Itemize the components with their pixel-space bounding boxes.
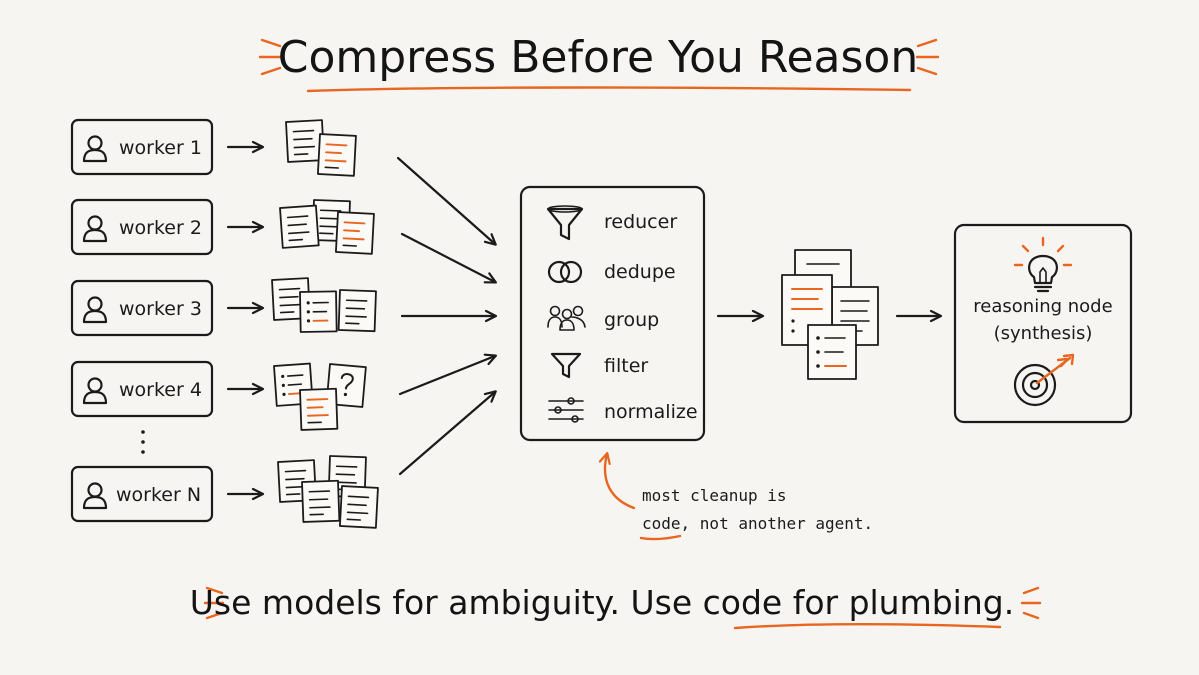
- annotation-line-1: most cleanup is: [642, 486, 787, 505]
- worker-box: [70, 360, 214, 418]
- arrow-to-reducer: [398, 390, 497, 476]
- people-group-icon: [547, 305, 586, 331]
- converging-arrows: [396, 156, 498, 476]
- worker-label: worker N: [116, 484, 201, 506]
- worker-row: worker 3: [70, 277, 377, 337]
- worker-label: worker 1: [119, 137, 202, 159]
- document-stack-icon: [285, 119, 357, 177]
- lightbulb-icon: [1013, 236, 1073, 293]
- document-stack-icon: [277, 455, 379, 529]
- worker-list: worker 1 worker 2 worker 3: [70, 118, 379, 529]
- annotation-rest: , not another agent.: [681, 514, 874, 533]
- person-icon: [82, 215, 108, 243]
- filter-icon: [550, 352, 582, 379]
- worker-row: worker 1: [70, 118, 357, 177]
- annotation-underline: [639, 534, 682, 541]
- motto-text: Use models for ambiguity. Use code for p…: [190, 583, 1014, 622]
- reducer-box: [519, 185, 706, 442]
- person-icon: [82, 135, 108, 163]
- arrow-to-reducer: [396, 156, 497, 246]
- title-right-emphasis-marks: [915, 38, 940, 76]
- worker-row: worker 2: [70, 198, 375, 256]
- funnel-icon: [546, 205, 584, 241]
- motto-group: Use models for ambiguity. Use code for p…: [190, 583, 1042, 630]
- document-stack-icon: [271, 277, 377, 333]
- motto-part-1: Use models for ambiguity. Use: [190, 583, 703, 622]
- op-label-normalize: normalize: [604, 401, 698, 423]
- arrow-to-reducer: [400, 232, 497, 284]
- reasoning-node: reasoning node (synthesis): [953, 223, 1133, 424]
- target-icon: [1013, 353, 1075, 407]
- op-label-group: group: [604, 309, 659, 331]
- reasoning-node-subtitle: (synthesis): [994, 323, 1093, 344]
- worker-box: [70, 198, 214, 256]
- person-icon: [82, 482, 108, 510]
- op-label-reducer: reducer: [604, 211, 677, 233]
- op-label-dedupe: dedupe: [604, 261, 676, 283]
- motto-underline: [733, 622, 1002, 630]
- annotation-arrow: [598, 451, 636, 510]
- worker-label: worker 3: [119, 298, 202, 320]
- worker-row: worker N: [70, 455, 379, 529]
- motto-left-emphasis-marks: [203, 586, 225, 620]
- person-icon: [82, 377, 108, 405]
- worker-box: [70, 279, 214, 337]
- overlapping-circles-icon: [547, 260, 583, 284]
- op-label-filter: filter: [604, 355, 648, 377]
- document-stack-icon: [279, 199, 375, 255]
- title-group: Compress Before You Reason: [258, 32, 940, 93]
- reducer-panel: reducer dedupe group filter n: [519, 185, 706, 442]
- page-title: Compress Before You Reason: [278, 32, 919, 83]
- worker-row: worker 4: [70, 360, 367, 431]
- reasoning-node-title: reasoning node: [973, 296, 1112, 317]
- annotation-line-2: code, not another agent.: [642, 514, 873, 533]
- motto-emphasis: code for plumbing.: [703, 583, 1015, 622]
- reasoning-node-box: [953, 223, 1133, 424]
- title-underline: [306, 86, 912, 93]
- arrow-to-reducer: [398, 353, 498, 396]
- sliders-icon: [548, 397, 584, 423]
- motto-right-emphasis-marks: [1020, 586, 1042, 620]
- worker-box: [70, 465, 214, 523]
- worker-label: worker 4: [119, 379, 202, 401]
- more-workers-ellipsis: [141, 430, 145, 454]
- worker-box: [70, 118, 214, 176]
- compressed-document-stack-icon: [781, 249, 879, 380]
- annotation-emphasis: code: [642, 514, 681, 533]
- annotation: most cleanup is code, not another agent.: [598, 451, 873, 541]
- worker-label: worker 2: [119, 217, 202, 239]
- title-left-emphasis-marks: [258, 38, 283, 76]
- person-icon: [82, 296, 108, 324]
- document-stack-icon: [273, 362, 367, 431]
